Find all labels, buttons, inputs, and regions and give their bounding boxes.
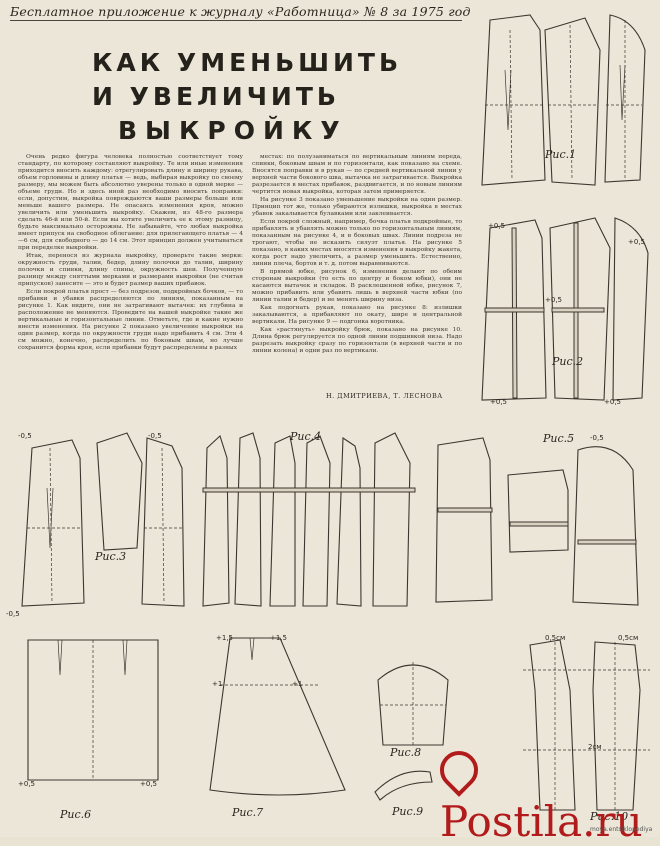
figure-2-caption: Рис.2 — [552, 355, 584, 368]
label: +1 — [212, 680, 223, 688]
figure-6-caption: Рис.6 — [60, 808, 92, 821]
figure-10-pattern — [515, 630, 655, 815]
figure-3-pattern — [12, 428, 197, 618]
label: +0,5 — [488, 222, 505, 230]
paragraph: В прямой юбке, рисунок 6, изменения дела… — [252, 269, 462, 303]
figure-1-caption: Рис.1 — [545, 148, 577, 161]
label: +1 — [292, 680, 303, 688]
title-line-3: ВЫКРОЙКУ — [118, 116, 348, 145]
figure-1-pattern — [470, 10, 655, 200]
watermark-text: Postila.ru — [440, 797, 643, 846]
label: +0,5 — [18, 780, 35, 788]
label: -0,5 — [6, 610, 20, 618]
figure-4-caption: Рис.4 — [290, 430, 322, 443]
text-column-2: местах: по полузаниматься по вертикальны… — [252, 154, 462, 356]
label: +0,5 — [628, 238, 645, 246]
label: +1,5 — [270, 634, 287, 642]
figure-7-pattern — [200, 630, 360, 800]
figure-9-caption: Рис.9 — [392, 805, 424, 818]
figure-9-pattern — [370, 762, 440, 802]
author-line: Н. ДМИТРИЕВА, Т. ЛЕСНОВА — [326, 392, 443, 400]
label: -0,5 — [18, 432, 32, 440]
figure-8-pattern — [368, 650, 458, 750]
figure-3-caption: Рис.3 — [95, 550, 127, 563]
figure-7-caption: Рис.7 — [232, 806, 264, 819]
label: 2см — [588, 743, 602, 751]
paragraph: Очень редко фигура человека полностью со… — [18, 154, 243, 251]
title-line-1: КАК УМЕНЬШИТЬ — [92, 48, 403, 77]
site-credit: moya.entsiklopediya — [590, 826, 653, 833]
figure-8-caption: Рис.8 — [390, 746, 422, 759]
paragraph: Как «растянуть» выкройку брюк, показано … — [252, 327, 462, 354]
label: +1,5 — [216, 634, 233, 642]
paragraph: Как подогнать рукав, показано на рисунке… — [252, 305, 462, 325]
label: +0,5 — [604, 398, 621, 406]
figure-5-caption: Рис.5 — [543, 432, 575, 445]
figure-6-pattern — [18, 630, 168, 800]
figure-2-pattern — [470, 208, 655, 413]
paragraph: Если покрой платья прост — без подрезов,… — [18, 289, 243, 351]
figure-5-pattern — [428, 430, 653, 620]
figure-4-pattern — [195, 428, 435, 618]
header-rule — [10, 20, 462, 21]
paragraph: Итак, перенося из журнала выкройку, пров… — [18, 253, 243, 287]
text-column-1: Очень редко фигура человека полностью со… — [18, 154, 243, 353]
label: -0,5 — [590, 434, 604, 442]
header: Бесплатное приложение к журналу «Работни… — [10, 4, 471, 19]
paragraph: местах: по полузаниматься по вертикальны… — [252, 154, 462, 195]
label: +0,5 — [140, 780, 157, 788]
label: 0,5см — [618, 634, 639, 642]
label: +0,5 — [545, 296, 562, 304]
pin-icon — [432, 743, 486, 797]
paragraph: Если покрой сложный, например, бочка пла… — [252, 219, 462, 267]
title-line-2: И УВЕЛИЧИТЬ — [92, 82, 340, 111]
label: 0,5см — [545, 634, 566, 642]
label: -0,5 — [148, 432, 162, 440]
paragraph: На рисунке 3 показано уменьшение выкройк… — [252, 197, 462, 217]
figure-10-caption: Рис.10 — [590, 810, 629, 823]
label: +0,5 — [490, 398, 507, 406]
